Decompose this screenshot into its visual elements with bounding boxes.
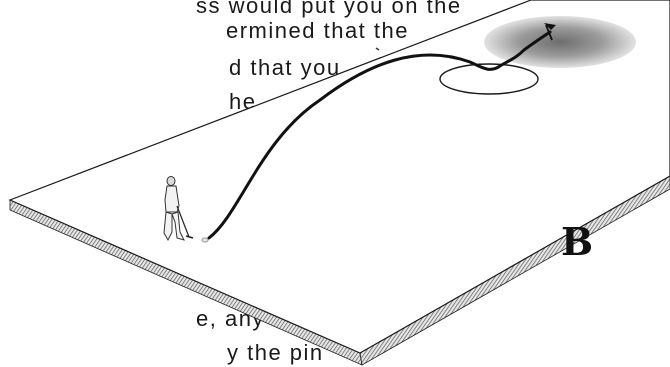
figure-label: B xyxy=(561,222,593,262)
green xyxy=(484,16,636,68)
stray-mark xyxy=(376,48,379,50)
